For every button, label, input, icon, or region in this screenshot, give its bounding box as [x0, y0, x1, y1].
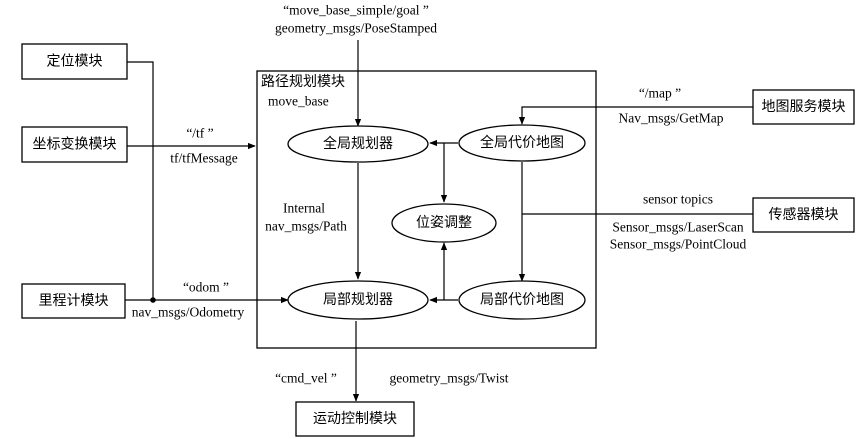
module-odometry: 里程计模块 [21, 283, 126, 319]
node-global-planner: 全局规划器 [287, 125, 429, 163]
label-cmd-vel-topic: “cmd_vel ” [275, 371, 337, 386]
module-localization-label: 定位模块 [47, 54, 103, 70]
label-map-type: Nav_msgs/GetMap [619, 111, 724, 126]
label-odom-topic: “odom ” [183, 280, 229, 295]
label-map-topic: “/map ” [639, 86, 681, 101]
label-odom-type: nav_msgs/Odometry [132, 305, 245, 320]
connectors [125, 40, 753, 402]
label-path-type: nav_msgs/Path [265, 219, 347, 234]
label-laser-type: Sensor_msgs/LaserScan [612, 220, 743, 235]
label-tf-type: tf/tfMessage [170, 151, 237, 166]
move-base-subtitle: move_base [268, 94, 329, 109]
label-goal-type: geometry_msgs/PoseStamped [275, 21, 437, 36]
node-local-planner-label: 局部规划器 [323, 292, 393, 308]
node-pose-adjust-label: 位姿调整 [416, 215, 472, 231]
localization-line [127, 61, 154, 300]
module-motion-control-label: 运动控制模块 [313, 411, 397, 427]
node-local-planner: 局部规划器 [287, 280, 429, 320]
module-map-server: 地图服务模块 [752, 89, 855, 125]
node-global-costmap: 全局代价地图 [458, 124, 586, 162]
label-goal-topic: “move_base_simple/goal ” [283, 3, 429, 18]
module-coord-transform: 坐标变换模块 [21, 126, 128, 163]
move-base-title: 路径规划模块 [261, 74, 345, 90]
node-global-costmap-label: 全局代价地图 [480, 134, 564, 151]
node-pose-adjust: 位姿调整 [391, 203, 497, 243]
move-base-container [256, 70, 597, 349]
module-map-server-label: 地图服务模块 [762, 99, 846, 115]
node-global-planner-label: 全局规划器 [323, 135, 393, 152]
module-localization: 定位模块 [21, 43, 128, 80]
module-coord-transform-label: 坐标变换模块 [33, 136, 117, 153]
module-sensors-label: 传感器模块 [769, 206, 839, 223]
label-internal: Internal [283, 201, 325, 216]
map-arrow [518, 106, 753, 125]
label-twist-type: geometry_msgs/Twist [389, 371, 508, 386]
module-odometry-label: 里程计模块 [39, 293, 109, 309]
odom-junction-dot [150, 297, 156, 303]
label-tf-topic: “/tf ” [186, 126, 213, 141]
label-cloud-type: Sensor_msgs/PointCloud [610, 237, 747, 252]
node-local-costmap: 局部代价地图 [458, 280, 586, 320]
label-sensor-topics: sensor topics [643, 192, 713, 207]
node-local-costmap-label: 局部代价地图 [480, 292, 564, 308]
module-motion-control: 运动控制模块 [295, 401, 415, 437]
module-sensors: 传感器模块 [752, 197, 855, 233]
